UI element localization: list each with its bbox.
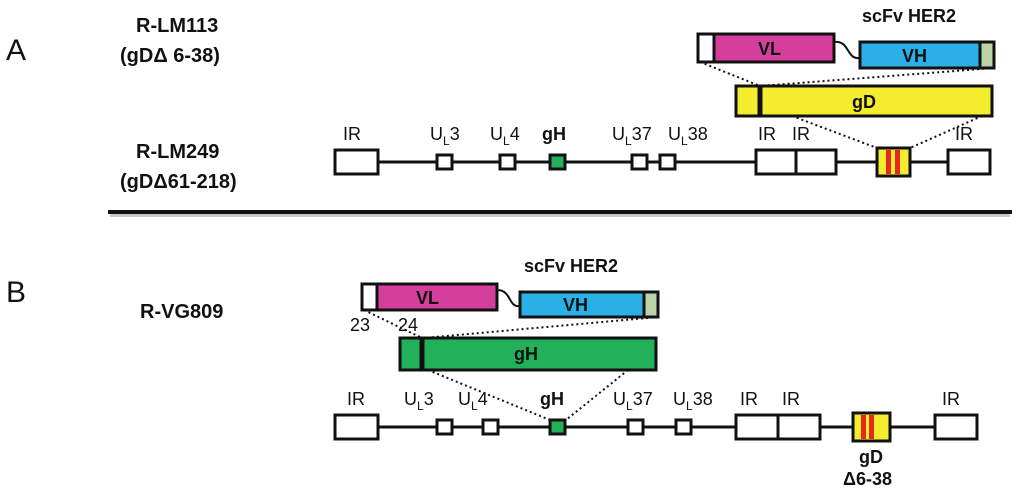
vl-label-a: VL [758, 39, 781, 59]
ul38-label-b: UL38 [673, 389, 713, 413]
ul3-box-b [435, 418, 454, 436]
vl-domain-a [712, 32, 836, 64]
gh-label-b: gH [540, 389, 564, 409]
ir-box-3-a [794, 148, 838, 176]
construct-r-lm249-name: R-LM249 [136, 141, 219, 163]
construct-r-vg809-name: R-VG809 [140, 301, 223, 323]
gd-bar-a: gD [734, 84, 994, 118]
panel-b: B R-VG809 scFv HER2 VL VH 23 24 gH [6, 256, 979, 489]
ul38-label-a: UL38 [668, 124, 708, 148]
genome-map-a: IR UL3 UL4 gH UL37 UL38 IR IR IR [333, 124, 992, 178]
position-23-label: 23 [350, 315, 370, 335]
gd-insert-stripe-b-2 [869, 415, 874, 439]
scfv-insert-a: VL VH [696, 32, 996, 70]
ir-label-2-b: IR [740, 389, 758, 409]
gd-insert-stripe-b [861, 415, 866, 439]
scfv-linker-b [496, 289, 521, 308]
gh-bar [398, 336, 658, 372]
gd-deletion-label-b: Δ6-38 [843, 469, 892, 489]
position-24-label: 24 [398, 315, 418, 335]
ir-box-4-a [946, 148, 992, 176]
ir-box-1-b [333, 413, 380, 441]
scfv-insert-b: VL VH [360, 282, 660, 319]
ir-label-3-b: IR [782, 389, 800, 409]
scfv-linker-a [833, 40, 861, 60]
panel-separator [108, 210, 1012, 214]
panel-separator-shadow [110, 214, 1010, 217]
ul37-label-a: UL37 [612, 124, 652, 148]
ir-label-1-b: IR [347, 389, 365, 409]
guide-gd-genome-right [909, 115, 983, 149]
gd-insert-stripe-a-2 [895, 150, 900, 174]
ul37-box-b [626, 418, 645, 436]
guide-scfv-gh-left [363, 309, 423, 339]
ir-label-1-a: IR [343, 124, 361, 144]
construct-r-lm113-deletion: (gDΔ 6-38) [120, 45, 220, 67]
ul4-label-a: UL4 [490, 124, 520, 148]
gh-box-b [548, 418, 567, 436]
vh-label-a: VH [902, 46, 927, 66]
ul3-label-a: UL3 [430, 124, 460, 148]
gh-label-bar-b: gH [514, 344, 538, 364]
construct-r-lm249-deletion: (gDΔ61-218) [120, 171, 237, 193]
ul38-box-b [674, 418, 693, 436]
vl-signal-segment-a [696, 32, 716, 64]
panel-a: A R-LM113 (gDΔ 6-38) R-LM249 (gDΔ61-218)… [6, 6, 996, 193]
ir-label-4-a: IR [955, 124, 973, 144]
guide-scfv-gd-right [759, 67, 995, 87]
ul3-box-a [435, 153, 454, 171]
guide-scfv-gd-left [699, 61, 761, 87]
ir-box-4-b [933, 413, 979, 441]
gh-bar-b: gH [398, 336, 658, 372]
guide-gd-genome-left [791, 115, 878, 149]
ul38-box-a [658, 153, 677, 171]
gh-box-a [548, 153, 567, 171]
ul4-box-b [481, 418, 500, 436]
vh-label-b: VH [563, 295, 588, 315]
guide-gh-genome-right [565, 369, 629, 421]
construct-r-lm113-name: R-LM113 [136, 15, 218, 37]
gd-genome-box-a [875, 146, 912, 178]
gd-genome-label-b: gD [859, 447, 883, 467]
ir-label-4-b: IR [942, 389, 960, 409]
gd-bar [734, 84, 994, 118]
ul37-box-a [630, 153, 649, 171]
guide-scfv-gh-right [423, 316, 659, 339]
vh-tail-segment-a [978, 40, 996, 70]
vh-domain-a [858, 40, 982, 70]
scfv-her2-title-b: scFv HER2 [524, 256, 618, 276]
ul37-label-b: UL37 [613, 389, 653, 413]
guide-gh-genome-left [427, 369, 551, 421]
ir-label-2-a: IR [758, 124, 776, 144]
panel-b-letter: B [6, 276, 26, 309]
gd-insert-stripe-a [886, 150, 891, 174]
vh-tail-segment-b [642, 290, 660, 319]
vl-label-b: VL [416, 288, 439, 308]
ir-box-1-a [333, 148, 380, 176]
ul4-box-a [498, 153, 517, 171]
vl-signal-segment-b [360, 282, 379, 312]
genome-map-b: IR UL3 UL4 gH UL37 UL38 IR IR IR gD Δ6-3… [333, 389, 979, 489]
ul3-label-b: UL3 [404, 389, 434, 413]
ir-box-3-b [776, 413, 822, 441]
gh-label-a: gH [542, 124, 566, 144]
ir-label-3-a: IR [792, 124, 810, 144]
gd-label-a: gD [852, 92, 876, 112]
ir-box-2-b [734, 413, 780, 441]
panel-a-letter: A [6, 34, 26, 67]
vl-domain-b [375, 282, 499, 312]
ir-box-2-a [754, 148, 798, 176]
ul4-label-b: UL4 [458, 389, 488, 413]
scfv-her2-title-a: scFv HER2 [862, 6, 956, 26]
